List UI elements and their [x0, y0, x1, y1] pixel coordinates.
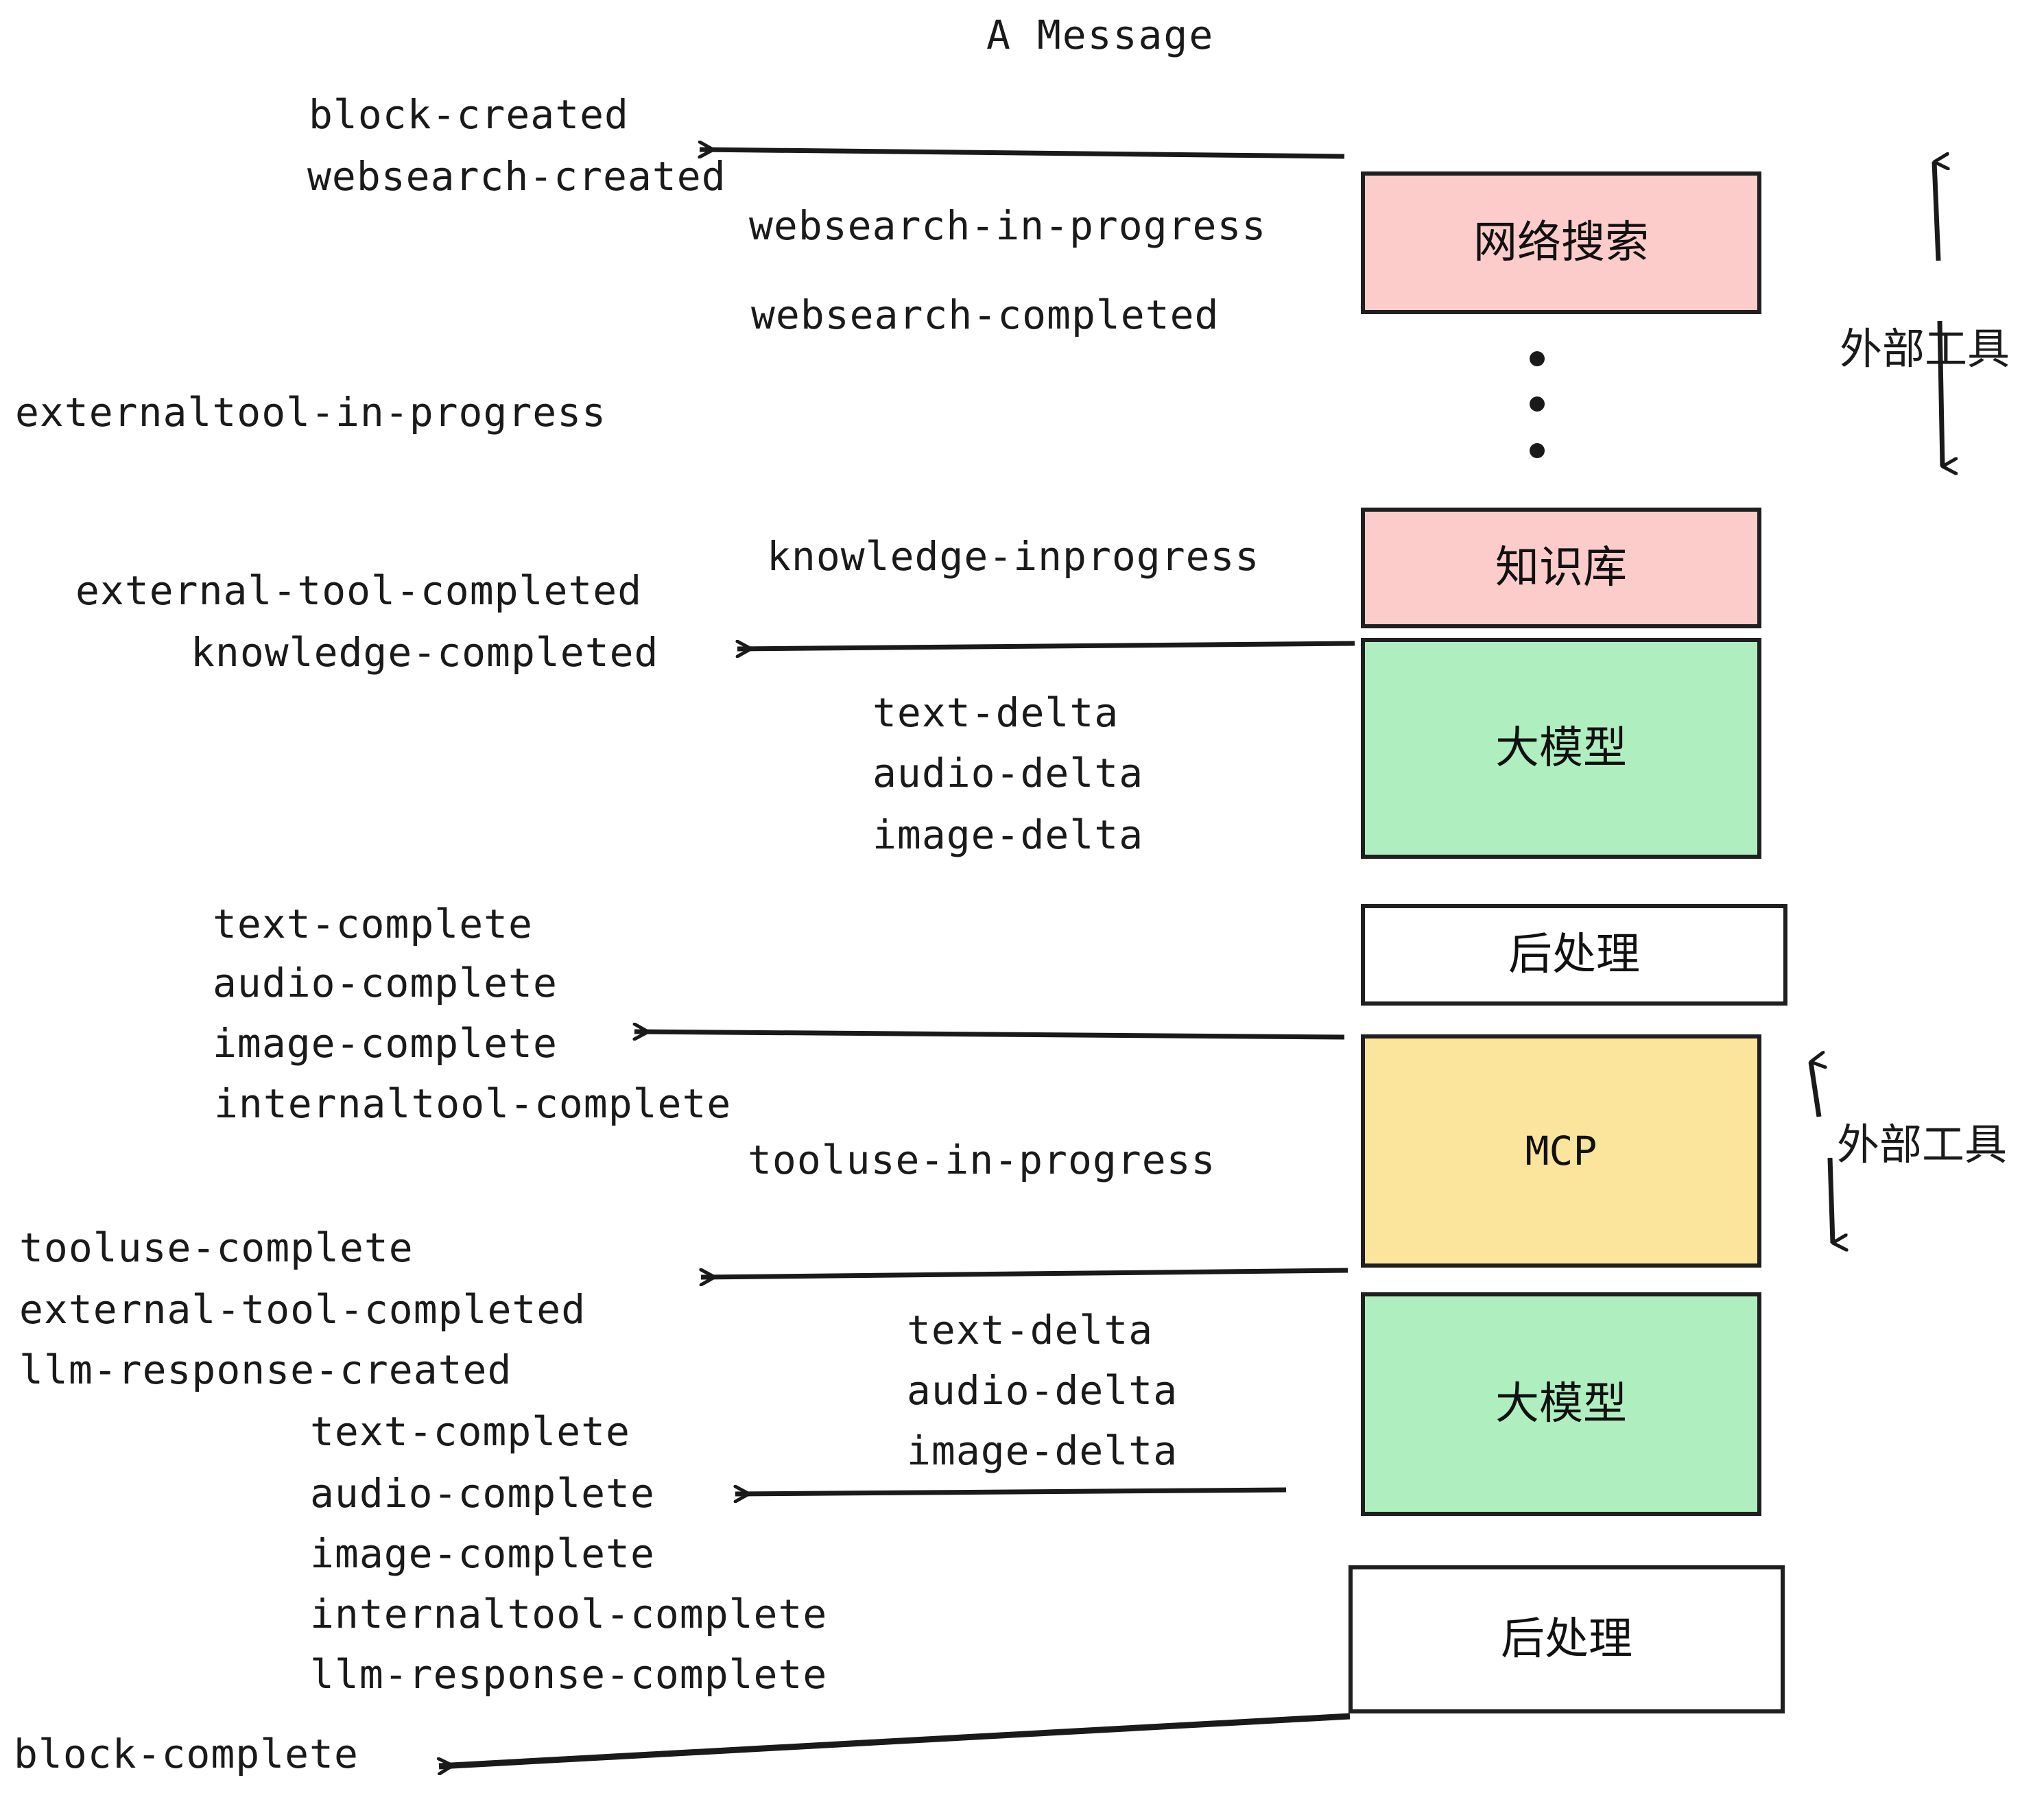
event-label-websearch-created: websearch-created	[307, 153, 726, 200]
event-label-tooluse-in-progress: tooluse-in-progress	[748, 1137, 1216, 1183]
event-label-audio-delta-1: audio-delta	[872, 750, 1144, 796]
node-box-knowledge[interactable]: 知识库	[1361, 508, 1761, 628]
group-label-external-tools-bottom: 外部工具	[1837, 1119, 2008, 1170]
event-label-block-complete: block-complete	[14, 1731, 359, 1777]
event-label-llm-response-complete: llm-response-complete	[310, 1651, 828, 1698]
arrow-knowledge-to-knowledge-completed	[737, 643, 1355, 649]
event-label-text-delta-2: text-delta	[907, 1307, 1154, 1353]
node-box-llm-1[interactable]: 大模型	[1361, 638, 1761, 859]
event-label-image-complete-1: image-complete	[213, 1020, 558, 1067]
event-label-tooluse-complete: tooluse-complete	[19, 1224, 414, 1271]
node-box-llm-2[interactable]: 大模型	[1361, 1292, 1761, 1516]
node-label-llm-2: 大模型	[1495, 1379, 1627, 1429]
arrow-external-tools-bottom-up	[1808, 1062, 1819, 1117]
ellipsis-dot-1	[1530, 351, 1545, 366]
event-label-websearch-in-progress: websearch-in-progress	[749, 202, 1267, 249]
event-label-image-complete-2: image-complete	[310, 1530, 655, 1577]
arrow-llm2-to-audio-complete	[735, 1490, 1287, 1494]
event-label-llm-response-created: llm-response-created	[19, 1346, 512, 1393]
event-label-text-delta-1: text-delta	[872, 689, 1119, 736]
event-label-audio-complete-1: audio-complete	[213, 960, 558, 1006]
node-label-llm-1: 大模型	[1495, 723, 1627, 774]
event-label-external-tool-completed-2: external-tool-completed	[19, 1286, 586, 1333]
group-label-external-tools-top: 外部工具	[1840, 324, 2010, 374]
node-label-postprocess-1: 后处理	[1508, 929, 1640, 980]
arrow-external-tools-bottom-down	[1827, 1157, 1833, 1243]
node-box-websearch[interactable]: 网络搜索	[1361, 171, 1761, 314]
event-label-internaltool-complete-1: internaltool-complete	[214, 1080, 732, 1127]
event-label-websearch-completed: websearch-completed	[751, 292, 1220, 338]
event-label-image-delta-1: image-delta	[872, 811, 1144, 858]
page-title: A Message	[986, 12, 1215, 58]
node-label-mcp: MCP	[1525, 1128, 1597, 1174]
event-label-image-delta-2: image-delta	[907, 1427, 1178, 1474]
arrow-postprocess2-to-block-complete	[439, 1713, 1351, 1766]
node-box-postprocess-1[interactable]: 后处理	[1361, 904, 1787, 1006]
arrow-postprocess-to-image-complete	[634, 1032, 1345, 1037]
event-label-text-complete-2: text-complete	[310, 1408, 630, 1455]
node-label-websearch: 网络搜索	[1473, 217, 1649, 268]
event-label-knowledge-completed: knowledge-completed	[191, 629, 659, 676]
node-label-postprocess-2: 后处理	[1501, 1614, 1632, 1665]
event-label-externaltool-in-progress: externaltool-in-progress	[15, 389, 607, 436]
event-label-audio-complete-2: audio-complete	[310, 1470, 655, 1517]
arrow-websearch-to-block-created	[700, 150, 1345, 159]
event-label-knowledge-inprogress: knowledge-inprogress	[767, 533, 1260, 580]
ellipsis-dot-2	[1530, 396, 1545, 412]
event-label-block-created: block-created	[309, 91, 629, 138]
event-label-internaltool-complete-2: internaltool-complete	[310, 1591, 828, 1637]
node-box-mcp[interactable]: MCP	[1361, 1034, 1761, 1268]
arrow-external-tools-top-up	[1932, 162, 1938, 261]
event-label-external-tool-completed-1: external-tool-completed	[75, 567, 643, 614]
event-label-audio-delta-2: audio-delta	[907, 1367, 1178, 1414]
ellipsis-dot-3	[1530, 443, 1545, 458]
node-box-postprocess-2[interactable]: 后处理	[1348, 1565, 1785, 1713]
node-label-knowledge: 知识库	[1495, 543, 1627, 593]
arrow-mcp-to-tooluse-complete	[701, 1268, 1348, 1277]
event-label-text-complete-1: text-complete	[213, 901, 533, 947]
